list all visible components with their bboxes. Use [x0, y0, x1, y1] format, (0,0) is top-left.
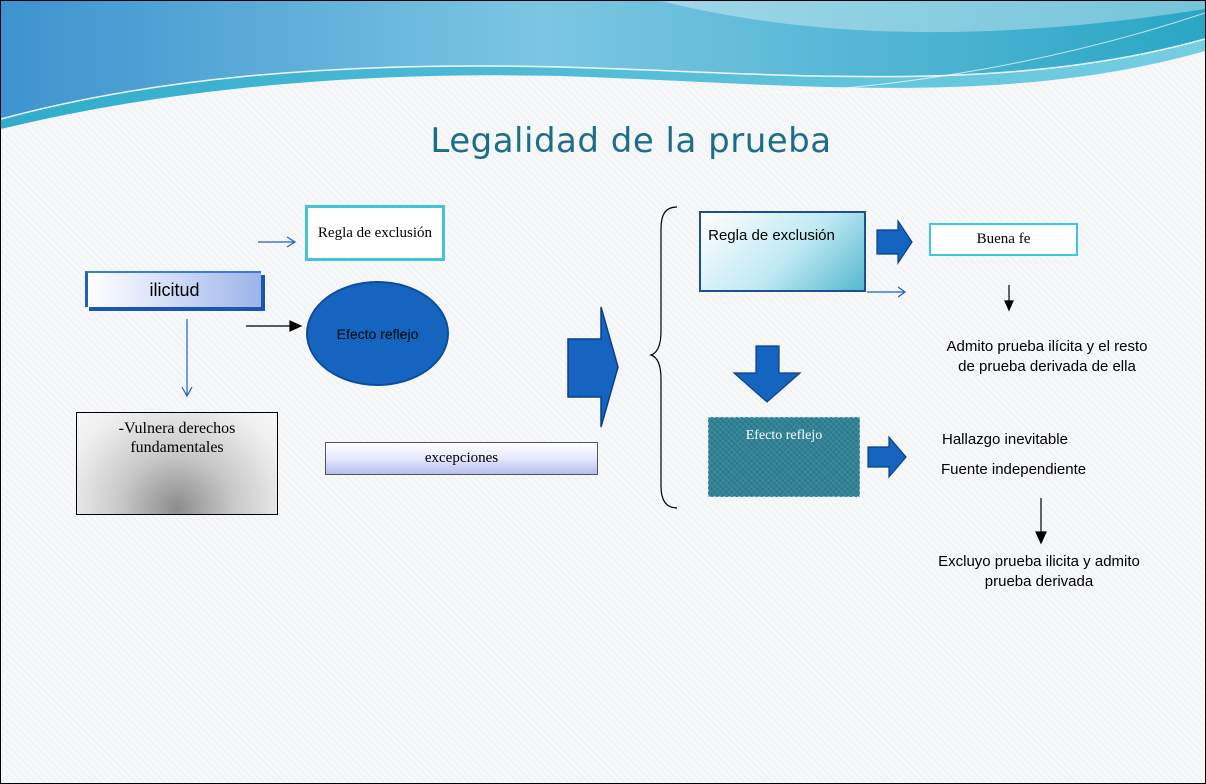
block-arrow-down-icon [732, 345, 802, 403]
excepciones-box: excepciones [325, 442, 598, 475]
regla-exclusion-label: Regla de exclusión [317, 225, 433, 241]
arrow-down-to-admito [1004, 285, 1014, 312]
vulnera-derechos-label: -Vulnera derechos fundamentales [118, 420, 236, 456]
efecto-reflejo-label: Efecto reflejo [336, 325, 419, 342]
regla-exclusion-right-label: Regla de exclusión [708, 227, 835, 244]
vulnera-derechos-box: -Vulnera derechos fundamentales [76, 412, 278, 515]
curly-brace [649, 206, 678, 509]
arrow-to-regla-exclusion [258, 236, 297, 248]
fuente-independiente-text: Fuente independiente [941, 461, 1087, 478]
efecto-reflejo-right-label: Efecto reflejo [745, 428, 823, 443]
arrow-down-to-excluyo [1035, 498, 1047, 545]
excepciones-label: excepciones [424, 450, 499, 466]
block-arrow-to-hallazgo-icon [867, 435, 907, 479]
efecto-reflejo-ellipse: Efecto reflejo [306, 281, 449, 386]
admito-prueba-text: Admito prueba ilícita y el resto de prue… [946, 338, 1148, 375]
regla-exclusion-box-right: Regla de exclusión [699, 211, 866, 292]
buena-fe-label: Buena fe [976, 231, 1031, 247]
header-banner [1, 1, 1205, 129]
buena-fe-box: Buena fe [929, 223, 1078, 256]
slide-title: Legalidad de la prueba [430, 121, 832, 161]
arrow-down-to-vulnera [181, 319, 193, 398]
efecto-reflejo-box-right: Efecto reflejo [708, 417, 860, 497]
block-arrow-to-buena-fe-icon [876, 219, 913, 265]
regla-exclusion-box: Regla de exclusión [305, 205, 445, 261]
hallazgo-inevitable-text: Hallazgo inevitable [942, 431, 1068, 448]
ilicitud-label: ilicitud [149, 279, 200, 300]
excluyo-prueba-text: Excluyo prueba ilicita y admito prueba d… [938, 553, 1140, 590]
arrow-thin-from-regla [867, 286, 907, 298]
ilicitud-box: ilicitud [85, 271, 261, 307]
arrow-to-efecto-reflejo [246, 320, 303, 332]
big-block-arrow-icon [567, 306, 619, 428]
